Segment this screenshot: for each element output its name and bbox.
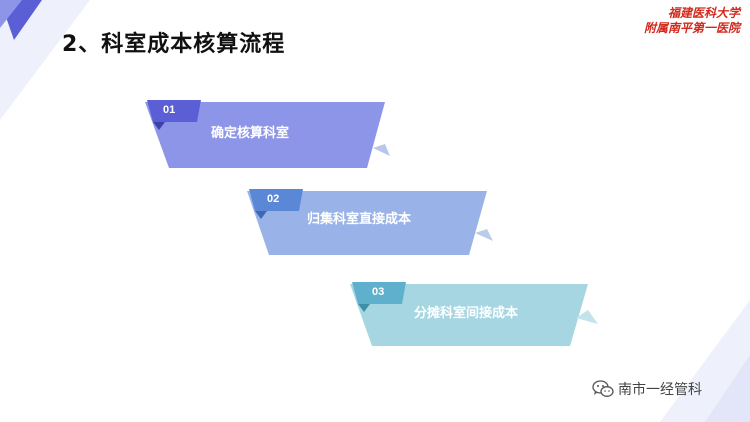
logo-line-2: 附属南平第一医院: [643, 21, 740, 35]
logo-line-1: 福建医科大学: [667, 6, 740, 20]
wechat-watermark: 南市一经管科: [592, 378, 702, 400]
hospital-logo: 福建医科大学 附属南平第一医院: [622, 6, 740, 36]
step-2-label: 归集科室直接成本: [307, 212, 412, 227]
wechat-icon: [592, 380, 614, 398]
page-title: 2、科室成本核算流程: [62, 32, 286, 57]
step-3-label: 分摊科室间接成本: [414, 306, 519, 321]
step-1-banner: [145, 100, 390, 168]
step-3-banner: [350, 282, 598, 346]
step-1-number: 01: [163, 104, 176, 116]
step-2-number: 02: [267, 193, 280, 205]
watermark-text: 南市一经管科: [618, 382, 702, 398]
step-1-label: 确定核算科室: [211, 126, 290, 141]
step-2-banner: [247, 189, 493, 255]
process-step-3: 03 分摊科室间接成本: [350, 280, 600, 360]
process-step-2: 02 归集科室直接成本: [247, 187, 497, 267]
process-step-1: 01 确定核算科室: [145, 98, 395, 178]
step-3-number: 03: [372, 286, 385, 298]
